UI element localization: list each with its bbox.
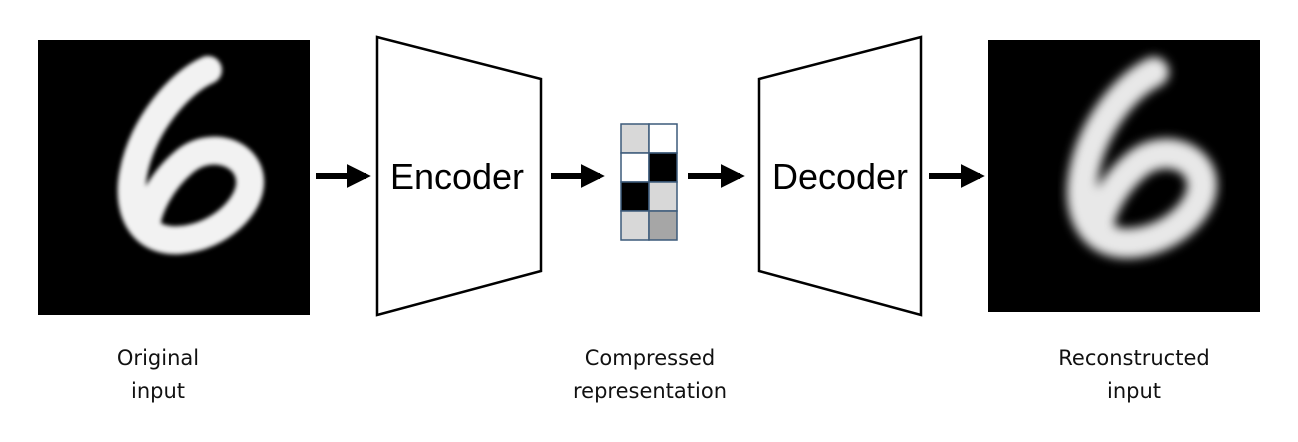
reconstructed-input-image bbox=[988, 40, 1260, 312]
code-cell bbox=[648, 123, 678, 154]
code-cell bbox=[620, 181, 650, 212]
caption-reconstructed-line2: input bbox=[1107, 379, 1161, 403]
code-cell bbox=[648, 181, 678, 212]
digit-six-reconstructed bbox=[1066, 57, 1217, 259]
caption-original-line2: input bbox=[131, 379, 185, 403]
code-cell bbox=[620, 123, 650, 154]
decoder-trapezoid bbox=[757, 35, 923, 317]
encoder-trapezoid bbox=[375, 35, 543, 317]
caption-original-line1: Original bbox=[117, 346, 199, 370]
original-input-image bbox=[38, 40, 310, 315]
encoder-block: Encoder bbox=[375, 35, 543, 317]
digit-six-original bbox=[117, 56, 264, 255]
compressed-representation-grid bbox=[620, 123, 678, 241]
code-cell bbox=[620, 210, 650, 241]
decoder-label: Decoder bbox=[772, 156, 908, 197]
caption-compressed-line2: representation bbox=[573, 379, 727, 403]
caption-compressed-line1: Compressed bbox=[585, 346, 716, 370]
caption-reconstructed-line1: Reconstructed bbox=[1058, 346, 1209, 370]
encoder-label: Encoder bbox=[390, 156, 524, 197]
decoder-block: Decoder bbox=[757, 35, 923, 317]
code-cell bbox=[620, 152, 650, 183]
code-cell bbox=[648, 152, 678, 183]
code-cell bbox=[648, 210, 678, 241]
